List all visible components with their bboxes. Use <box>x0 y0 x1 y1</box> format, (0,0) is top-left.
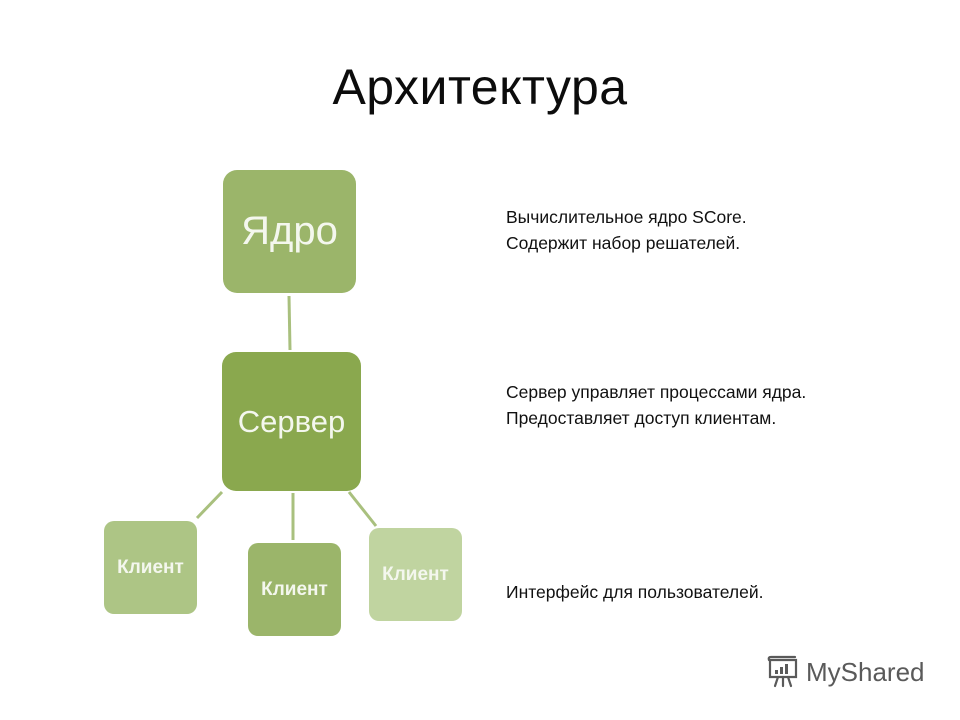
slide-title: Архитектура <box>332 59 628 115</box>
edge-server-client1 <box>195 490 224 520</box>
watermark: MyShared <box>766 655 925 689</box>
node-server: Сервер <box>222 352 361 491</box>
presentation-board-icon <box>767 655 798 688</box>
description-core: Вычислительное ядро SCore. Содержит набо… <box>506 204 747 256</box>
description-server: Сервер управляет процессами ядра. Предос… <box>506 379 806 431</box>
description-line: Сервер управляет процессами ядра. <box>506 382 807 402</box>
node-client-3-label: Клиент <box>382 563 449 585</box>
node-client-1-label: Клиент <box>117 556 184 578</box>
node-core-label: Ядро <box>241 209 338 253</box>
description-line: Вычислительное ядро SCore. <box>506 207 747 227</box>
description-clients: Интерфейс для пользователей. <box>506 579 764 605</box>
node-client-1: Клиент <box>104 521 197 614</box>
node-client-2-label: Клиент <box>261 578 328 600</box>
watermark-text: MyShared <box>806 656 925 687</box>
node-server-label: Сервер <box>237 403 346 439</box>
node-core: Ядро <box>223 170 356 293</box>
node-client-2: Клиент <box>248 543 341 636</box>
edge-core-server <box>287 295 292 351</box>
description-line: Предоставляет доступ клиентам. <box>506 408 777 428</box>
node-client-3: Клиент <box>369 528 462 621</box>
description-line: Содержит набор решателей. <box>506 233 741 253</box>
description-line: Интерфейс для пользователей. <box>506 582 764 602</box>
edge-server-client3 <box>347 491 378 527</box>
